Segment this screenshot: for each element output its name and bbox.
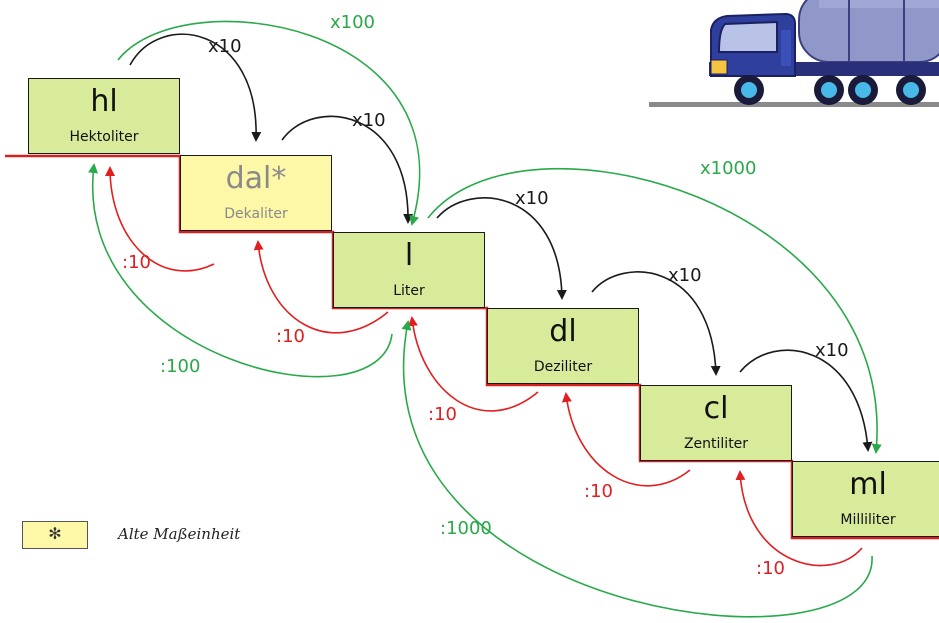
tanker-truck-icon	[649, 0, 939, 107]
label-d10-dl-l: :10	[428, 404, 457, 425]
arrow-x10-hl-dal	[129, 33, 262, 142]
legend-marker: ✻	[22, 521, 88, 549]
unit-symbol: dal*	[225, 161, 287, 196]
label-x10-dl-cl: x10	[668, 265, 702, 286]
unit-name: Dekaliter	[224, 206, 288, 222]
arrow-x10-l-dl	[436, 197, 567, 300]
label-x10-cl-ml: x10	[815, 340, 849, 361]
unit-symbol: ml	[849, 467, 887, 502]
arrow-d10-cl-dl	[561, 392, 691, 487]
arrow-d10-l-dal	[253, 240, 389, 334]
unit-name: Deziliter	[533, 359, 593, 375]
label-x10-l-dl: x10	[515, 188, 549, 209]
legend-text: Alte Maßeinheit	[118, 525, 241, 543]
label-d100: :100	[160, 356, 201, 377]
arrow-d10-dl-l	[407, 316, 539, 412]
arrow-d10-dal-hl	[105, 166, 215, 272]
label-x1000: x1000	[700, 158, 757, 179]
unit-name: Liter	[393, 283, 425, 299]
label-x10-hl-dal: x10	[208, 36, 242, 57]
unit-name: Zentiliter	[683, 436, 749, 452]
unit-symbol: hl	[90, 84, 118, 119]
unit-box-l: l Liter	[333, 232, 485, 308]
label-d10-ml-cl: :10	[756, 558, 785, 579]
arrow-d1000-ml-l	[401, 320, 873, 618]
arrow-x1000-l-ml	[427, 167, 882, 454]
arrow-x100-hl-l	[117, 20, 421, 226]
label-d10-dal-hl: :10	[122, 252, 151, 273]
unit-symbol: dl	[549, 314, 577, 349]
unit-symbol: cl	[703, 391, 729, 426]
label-d10-l-dal: :10	[276, 326, 305, 347]
label-x100: x100	[330, 12, 376, 33]
unit-box-ml: ml Milliliter	[792, 461, 939, 537]
unit-name: Hektoliter	[69, 129, 139, 145]
unit-box-dal: dal* Dekaliter	[180, 155, 332, 231]
label-d1000: :1000	[440, 518, 492, 539]
arrow-d100-l-hl	[88, 163, 393, 378]
arrow-x10-cl-ml	[739, 349, 873, 452]
arrow-x10-dal-l	[281, 115, 414, 224]
unit-symbol: l	[404, 238, 414, 273]
label-d10-cl-dl: :10	[584, 481, 613, 502]
arrow-d10-ml-cl	[735, 470, 863, 567]
label-x10-dal-l: x10	[352, 110, 386, 131]
arrow-x10-dl-cl	[591, 271, 721, 376]
unit-name: Milliliter	[840, 512, 896, 528]
unit-box-hl: hl Hektoliter	[28, 78, 180, 154]
unit-box-dl: dl Deziliter	[487, 308, 639, 384]
unit-box-cl: cl Zentiliter	[640, 385, 792, 461]
